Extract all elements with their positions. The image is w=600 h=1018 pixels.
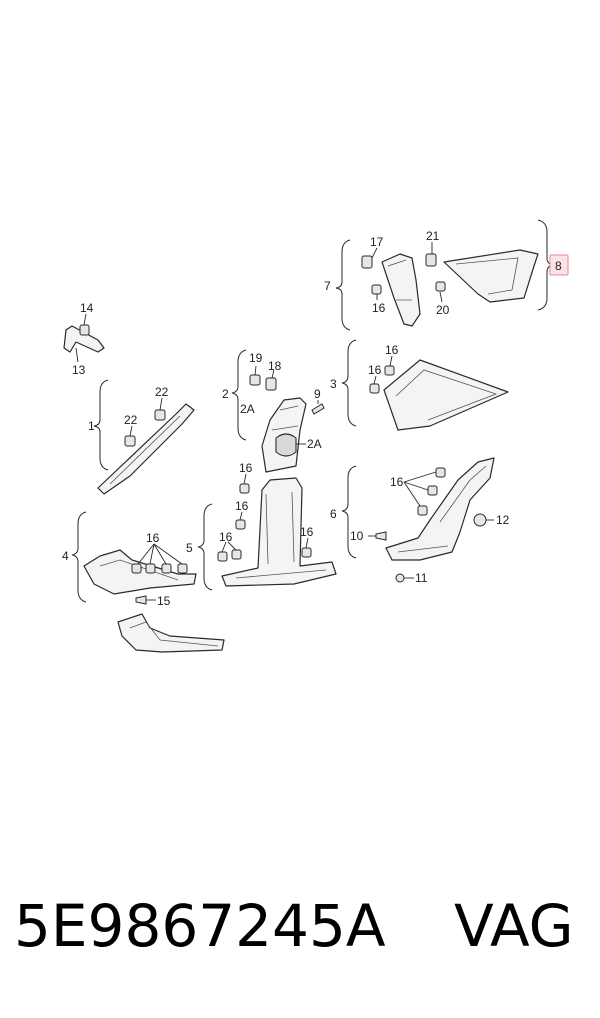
clip-16-g6-b [427, 485, 438, 496]
clip-16-g4-d [177, 563, 188, 574]
part-2a-handle-insert [275, 433, 297, 457]
label-4: 4 [62, 549, 69, 563]
clip-16-g6-a [435, 467, 446, 478]
label-1: 1 [88, 419, 95, 433]
part-7-upper-pillar-trim [381, 253, 421, 327]
label-13: 13 [72, 363, 86, 377]
label-6: 6 [330, 507, 337, 521]
clip-16-g3-a [384, 365, 395, 376]
part-number: 5E9867245A [14, 892, 386, 960]
brace-4 [71, 511, 87, 603]
footer: 5E9867245A VAG [0, 892, 600, 982]
part-3-c-pillar-trim [383, 359, 509, 431]
label-2a-lower: 2A [307, 437, 322, 451]
part-lower-sill-cover [117, 613, 225, 653]
clip-16-g6-c [417, 505, 428, 516]
brace-1 [93, 379, 109, 471]
callout-labels: 1 2 2A 2A 3 4 5 6 7 8 9 10 11 12 13 14 1… [62, 229, 562, 608]
label-16-g5-top: 16 [239, 461, 253, 475]
label-16-g6: 16 [390, 475, 404, 489]
clip-10 [375, 531, 387, 541]
label-7: 7 [324, 279, 331, 293]
clip-16-g5-b [235, 519, 246, 530]
label-16-g4: 16 [146, 531, 160, 545]
label-2: 2 [222, 387, 229, 401]
label-16-g3-mid: 16 [368, 363, 382, 377]
label-15: 15 [157, 594, 171, 608]
clip-11 [395, 573, 405, 583]
label-16-g5-low: 16 [219, 530, 233, 544]
clip-16-g4-c [161, 563, 172, 574]
highlight-box-8 [549, 254, 569, 276]
brace-6 [341, 465, 357, 559]
label-12: 12 [496, 513, 510, 527]
label-2a-upper: 2A [240, 402, 255, 416]
label-9: 9 [314, 387, 321, 401]
brace-2 [231, 349, 247, 441]
label-8: 8 [555, 259, 562, 273]
clip-16-g5-e [301, 547, 312, 558]
label-16-g3-top: 16 [385, 343, 399, 357]
label-16-g5-right: 16 [300, 525, 314, 539]
clip-20 [435, 281, 446, 292]
part-6-rear-lower-trim [385, 457, 495, 561]
part-8-upper-rear-panel [443, 249, 539, 303]
clip-14 [79, 324, 90, 336]
clip-17 [361, 255, 373, 269]
clip-22-a [154, 409, 166, 421]
clip-16-g5-a [239, 483, 250, 494]
clip-9 [311, 403, 325, 415]
clip-16-g4-b [145, 563, 156, 574]
clip-19 [249, 374, 261, 386]
label-18: 18 [268, 359, 282, 373]
label-20: 20 [436, 303, 450, 317]
label-22-upper: 22 [155, 385, 169, 399]
clip-16-g5-c [231, 549, 242, 560]
label-3: 3 [330, 377, 337, 391]
label-11: 11 [415, 571, 428, 585]
brace-5 [197, 503, 213, 591]
label-17: 17 [370, 235, 384, 249]
clip-16-g5-d [217, 551, 228, 562]
brace-3 [341, 339, 357, 427]
clip-12 [473, 513, 487, 527]
clip-16-g7 [371, 284, 382, 295]
label-21: 21 [426, 229, 440, 243]
clip-21 [425, 253, 437, 267]
label-16-g5-mid: 16 [235, 499, 249, 513]
brace-7 [335, 239, 351, 331]
clip-15 [135, 595, 147, 605]
part-5-b-pillar-lower [221, 477, 337, 587]
label-10: 10 [350, 529, 364, 543]
label-22-lower: 22 [124, 413, 138, 427]
clip-22-b [124, 435, 136, 447]
label-14: 14 [80, 301, 94, 315]
clip-16-g4-a [131, 563, 142, 574]
label-16-g7: 16 [372, 301, 386, 315]
brand-name: VAG [454, 892, 574, 960]
clip-16-g3-b [369, 383, 380, 394]
clip-18 [265, 377, 277, 391]
label-19: 19 [249, 351, 263, 365]
label-5: 5 [186, 541, 193, 555]
